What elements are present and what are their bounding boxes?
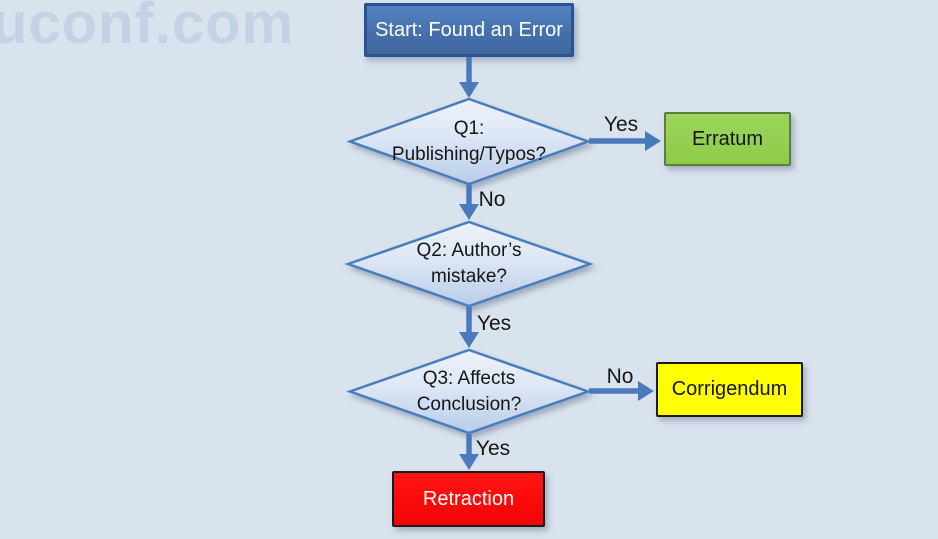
erratum-node: Erratum <box>664 112 791 166</box>
edge-q3-to-retraction <box>459 434 479 470</box>
q1-no-label: No <box>478 188 506 211</box>
q2-yes-label: Yes <box>476 312 512 335</box>
q1-diamond-shape <box>346 97 592 186</box>
q3-no-label: No <box>606 365 634 388</box>
edge-q3-to-corrigendum <box>589 381 654 401</box>
retraction-node: Retraction <box>392 471 545 527</box>
edge-start-to-q1 <box>459 57 479 98</box>
q2-diamond-shape <box>344 220 594 308</box>
q3-decision-label: Q3: Affects Conclusion? <box>416 367 522 415</box>
watermark-text: uconf.com <box>0 0 295 56</box>
corrigendum-node: Corrigendum <box>656 362 803 417</box>
edge-q1-to-erratum <box>589 131 661 151</box>
start-node: Start: Found an Error <box>364 3 574 57</box>
edge-q1-to-q2 <box>459 185 479 220</box>
q1-decision-label: Q1: Publishing/Typos? <box>391 117 547 165</box>
q3-diamond-shape <box>346 348 592 435</box>
q3-yes-label: Yes <box>475 437 511 460</box>
q2-decision-label: Q2: Author’s mistake? <box>416 240 522 287</box>
q1-yes-label: Yes <box>603 113 639 136</box>
edge-q2-to-q3 <box>459 307 479 348</box>
